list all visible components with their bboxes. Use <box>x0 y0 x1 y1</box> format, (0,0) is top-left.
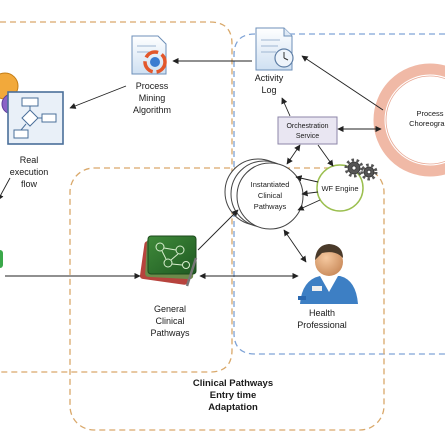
instantiated-label-2: Clinical <box>258 191 283 200</box>
arrow-orchestration-to-wf <box>317 144 334 167</box>
instantiated-label-3: Pathways <box>254 202 287 211</box>
process-mining-icon <box>131 35 167 75</box>
arrow-flow-down <box>0 177 11 201</box>
process-choreography-label-2: Choreogra... <box>409 119 445 128</box>
clinical-pathways-region <box>69 167 385 431</box>
arrow-general-to-instantiated <box>197 209 239 251</box>
arrow-orchestration-instantiated <box>286 144 301 165</box>
clinical-pathways-notebook-icon <box>139 235 198 287</box>
process-choreography-label-1: Process <box>416 109 443 118</box>
instantiated-pathways-node: Instantiated Clinical Pathways <box>224 158 304 230</box>
process-choreography-node: Process Choreogra... <box>373 63 445 177</box>
process-mining-region <box>0 21 233 373</box>
wf-engine-node: WF Engine <box>316 164 364 212</box>
general-label-1: General <box>154 304 186 314</box>
real-execution-label-3: flow <box>21 179 38 189</box>
arrow-wf-to-instantiated-1 <box>295 175 319 183</box>
process-mining-label-1: Process <box>136 81 169 91</box>
general-label-3: Pathways <box>150 328 190 338</box>
caption-line-1: Clinical Pathways <box>193 378 273 389</box>
orchestration-label-2: Service <box>296 133 319 140</box>
gears-icon <box>344 158 378 181</box>
process-mining-label-2: Mining <box>139 93 166 103</box>
health-label-1: Health <box>309 308 335 318</box>
activity-log-label-2: Log <box>261 85 276 95</box>
left-edge-fragment <box>0 250 3 268</box>
arrow-orchestration-to-log <box>281 97 291 117</box>
arrow-instantiated-health <box>283 229 307 263</box>
wf-engine-label: WF Engine <box>321 184 358 193</box>
caption-line-2: Entry time <box>210 390 256 401</box>
arrow-choreography-to-log <box>301 55 384 111</box>
arrow-wf-to-instantiated-3 <box>297 199 321 211</box>
health-label-2: Professional <box>297 320 347 330</box>
arrow-wf-to-instantiated-2 <box>301 190 319 197</box>
activity-log-label-1: Activity <box>255 73 284 83</box>
health-professional-icon <box>298 244 358 304</box>
caption-line-3: Adaptation <box>208 402 258 413</box>
activity-log-icon <box>255 27 294 71</box>
orchestration-label-1: Orchestration <box>286 123 328 130</box>
general-label-2: Clinical <box>155 316 184 326</box>
real-execution-label-2: execution <box>10 167 49 177</box>
flowchart-icon <box>0 72 64 145</box>
instantiated-label-1: Instantiated <box>251 180 290 189</box>
process-mining-label-3: Algorithm <box>133 105 171 115</box>
arrow-mining-to-flow <box>69 85 127 109</box>
real-execution-label-1: Real <box>20 155 39 165</box>
orchestration-service-node: Orchestration Service <box>277 116 338 145</box>
